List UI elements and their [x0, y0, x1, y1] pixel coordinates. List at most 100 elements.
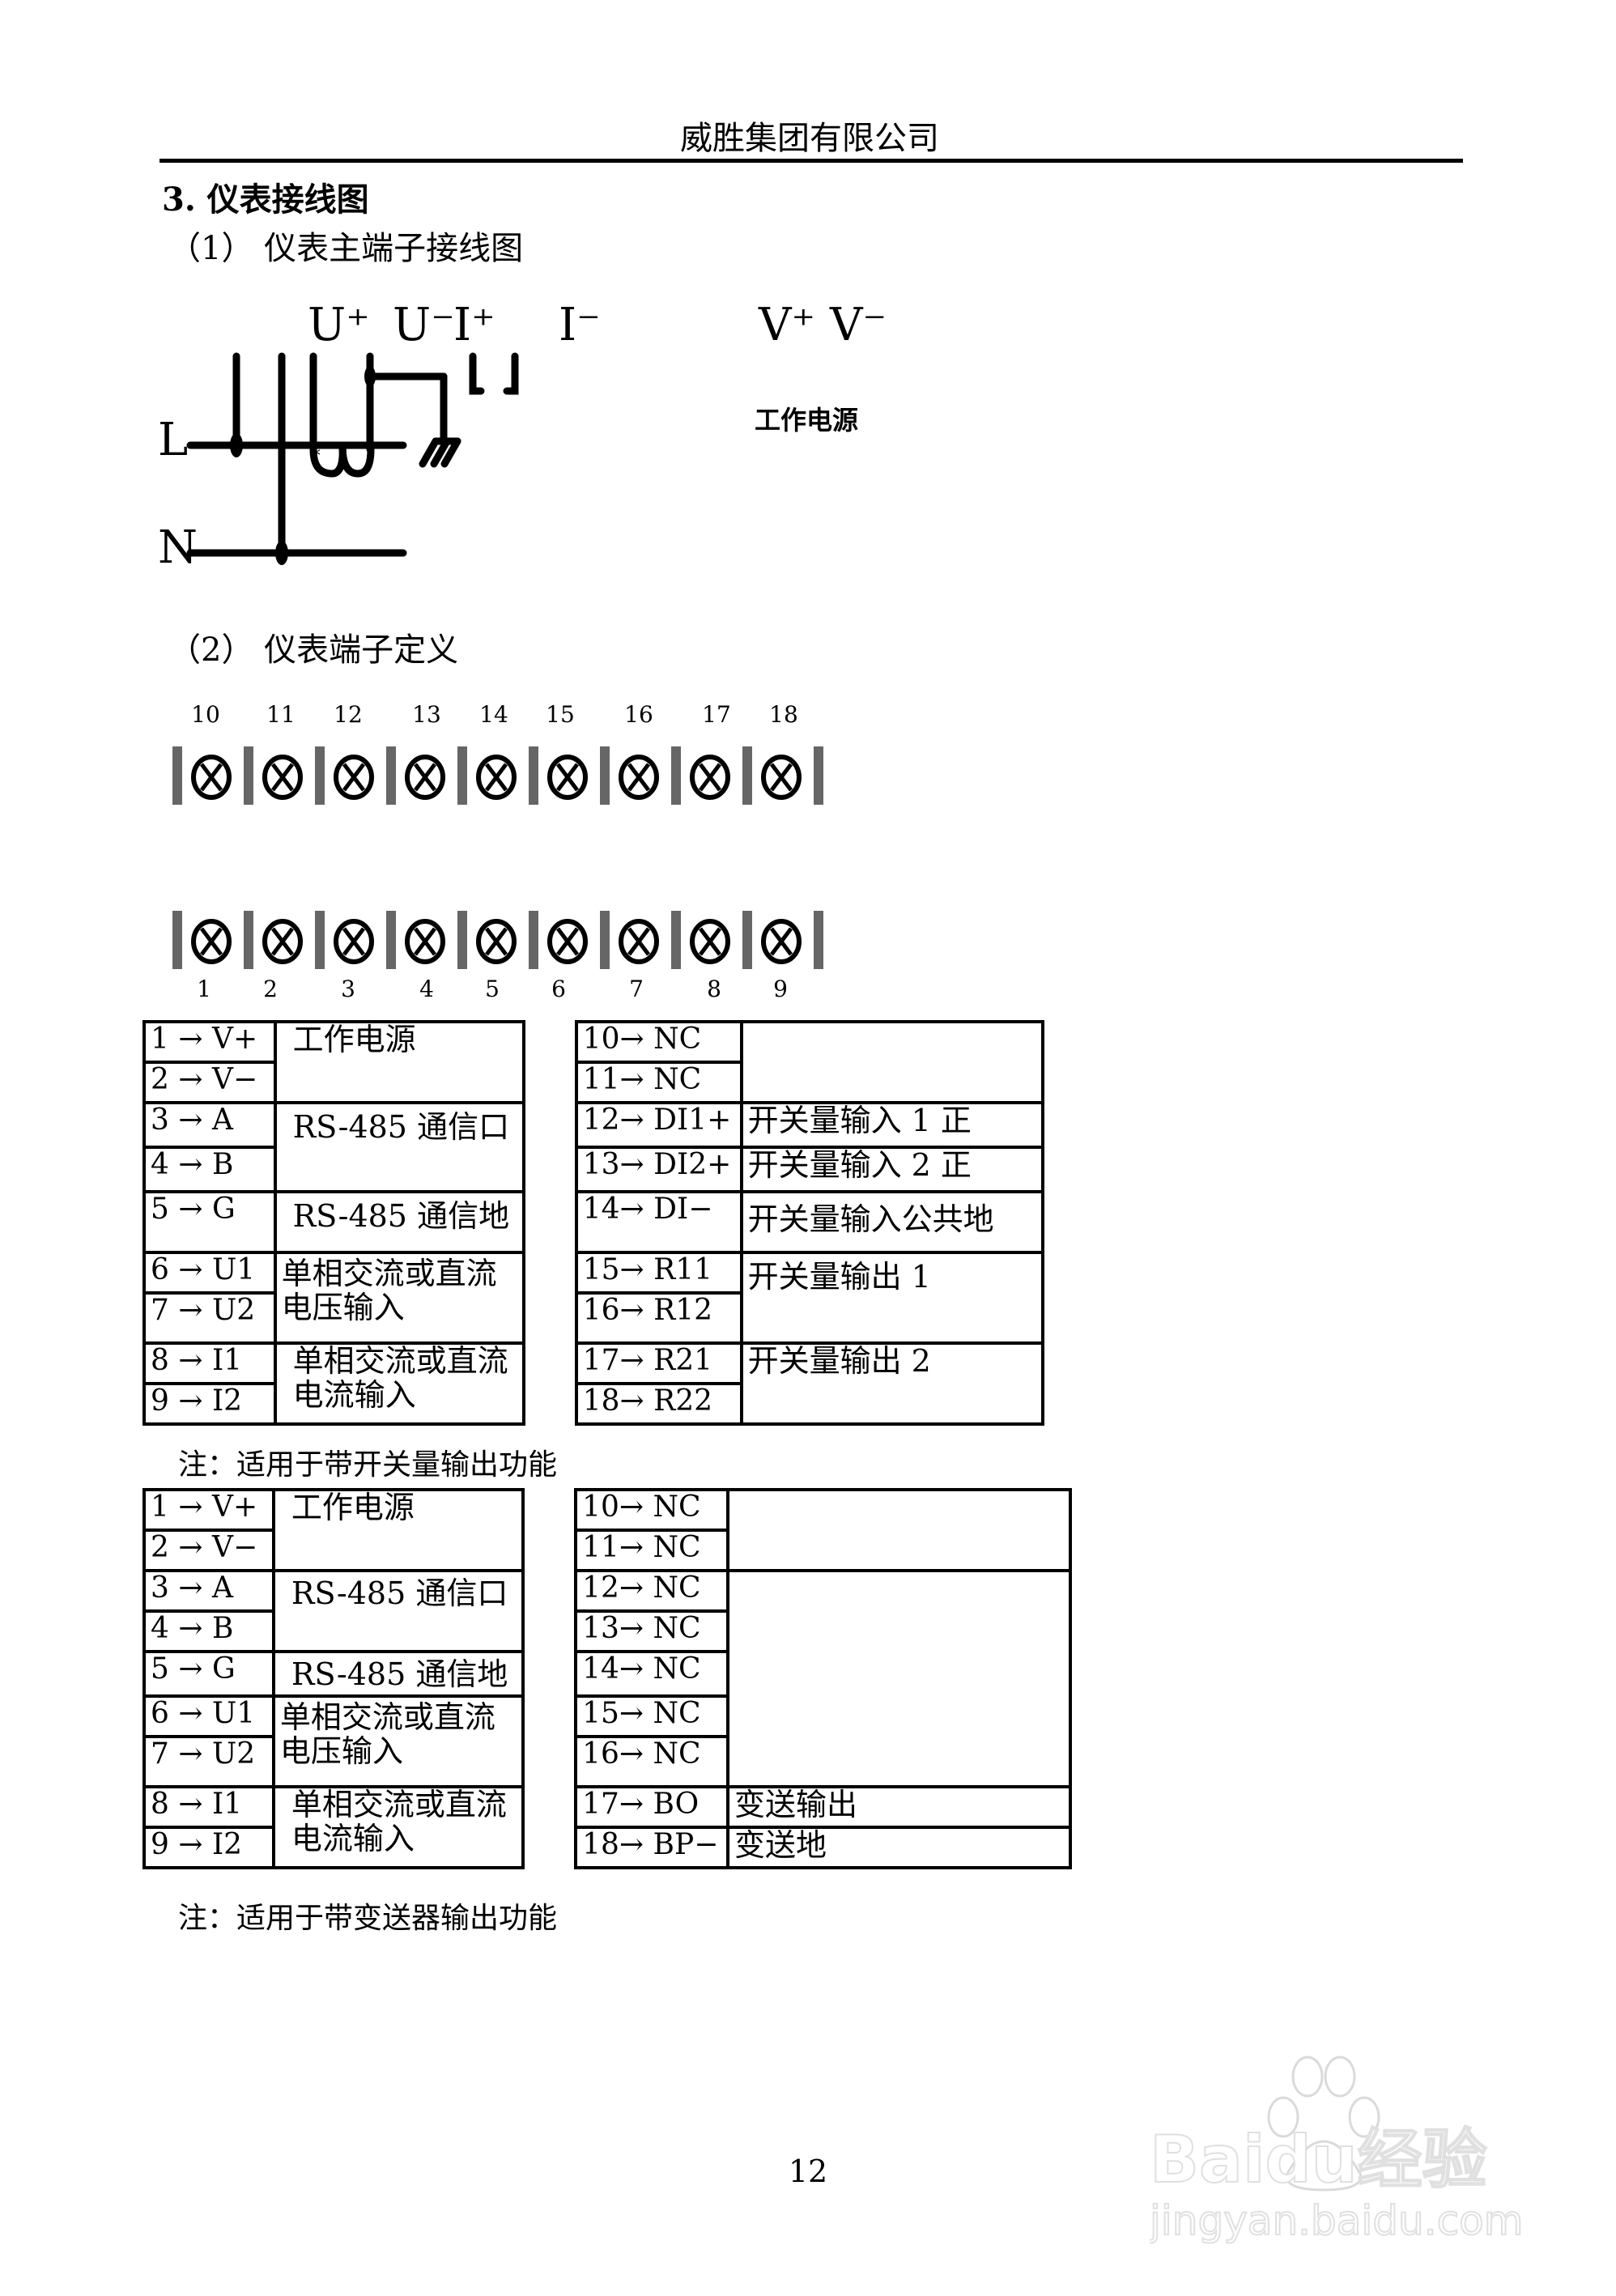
pin-cell: 1 → V+: [142, 1020, 277, 1064]
terminal-number: 18: [769, 701, 798, 728]
baidu-watermark-logo: Baidu经验 jingyan.baidu.com: [1150, 2056, 1524, 2245]
terminal-strip-top: [172, 746, 853, 805]
pin-desc: 开关量输出 2: [739, 1341, 1045, 1426]
screw-terminal-14-icon: [476, 755, 517, 800]
terminal-number: 6: [551, 976, 566, 1002]
power-label: 工作电源: [755, 405, 858, 436]
terminal-number: 14: [479, 701, 508, 728]
company-header: 威胜集团有限公司: [680, 120, 939, 157]
pin-cell: 15→ NC: [574, 1694, 730, 1738]
screw-terminal-1-icon: [191, 919, 232, 964]
pin-desc: [726, 1569, 1072, 1788]
pin-desc: 工作电源: [271, 1488, 525, 1572]
pin-cell: 10→ NC: [574, 1488, 730, 1532]
watermark-url: jingyan.baidu.com: [1150, 2197, 1523, 2244]
pin-cell: 17→ R21: [574, 1341, 743, 1385]
pin-cell: 7 → U2: [142, 1291, 277, 1345]
screw-terminal-5-icon: [476, 919, 517, 964]
pin-cell: 7 → U2: [142, 1735, 275, 1788]
page-number: 12: [788, 2154, 828, 2189]
pin-desc: 变送输出: [726, 1785, 1072, 1829]
pin-cell: 3 → A: [142, 1101, 277, 1149]
terminal-number: 12: [334, 701, 363, 728]
pin-desc: [739, 1020, 1045, 1104]
pin-cell: 5 → G: [142, 1190, 277, 1254]
terminal-number: 2: [263, 976, 278, 1002]
section-title: 3. 仪表接线图: [162, 181, 369, 219]
pin-cell: 6 → U1: [142, 1694, 275, 1738]
pin-cell: 9 → I2: [142, 1382, 277, 1426]
label-line-n: N: [158, 521, 198, 574]
table-gap: [523, 1022, 577, 1424]
pin-cell: 2 → V−: [142, 1529, 275, 1572]
terminal-number: 8: [707, 976, 721, 1002]
label-i-minus: I⁻: [559, 299, 601, 351]
pin-cell: 8 → I1: [142, 1341, 277, 1385]
pin-table-transmitter-output: 1 → V+ 工作电源 10→ NC 2 → V− 11→ NC 3 → A R…: [142, 1488, 1072, 1869]
terminal-number: 11: [266, 701, 296, 728]
screw-terminal-15-icon: [547, 755, 588, 800]
pin-cell: 14→ DI−: [574, 1190, 743, 1254]
screw-terminal-10-icon: [191, 755, 232, 800]
pin-desc: 开关量输入公共地: [739, 1190, 1045, 1254]
header-rule: [159, 159, 1463, 163]
subsection-wiring-title: （1） 仪表主端子接线图: [168, 230, 524, 267]
note-switch-output: 注：适用于带开关量输出功能: [178, 1448, 558, 1482]
pin-desc: 工作电源: [273, 1020, 526, 1104]
label-line-l: L: [158, 414, 188, 466]
screw-terminal-6-icon: [547, 919, 588, 964]
terminal-number: 1: [197, 976, 211, 1002]
screw-terminal-11-icon: [262, 755, 303, 800]
pin-desc: RS-485 通信口: [273, 1101, 526, 1193]
pin-desc: 单相交流或直流电压输入: [273, 1251, 526, 1345]
pin-cell: 17→ BO: [574, 1785, 730, 1829]
pin-desc: [726, 1488, 1072, 1572]
terminal-number: 10: [191, 701, 220, 728]
subsection-terminal-title: （2） 仪表端子定义: [168, 631, 459, 669]
pin-desc: 单相交流或直流电压输入: [271, 1694, 525, 1788]
pin-cell: 5 → G: [142, 1650, 275, 1698]
pin-desc: RS-485 通信地: [273, 1190, 526, 1254]
wiring-diagram: U⁺ U⁻ I⁺ I⁻ V⁺ V⁻ L N 工作电源 *: [158, 299, 887, 574]
pin-cell: 11→ NC: [574, 1529, 730, 1572]
pin-cell: 14→ NC: [574, 1650, 730, 1698]
pin-desc: 变送地: [726, 1826, 1072, 1869]
pin-desc: 单相交流或直流电流输入: [273, 1341, 526, 1426]
label-v-plus: V⁺: [758, 299, 815, 351]
pin-cell: 12→ NC: [574, 1569, 730, 1613]
pin-desc: 开关量输出 1: [739, 1251, 1045, 1345]
label-u-minus: U⁻: [393, 299, 455, 351]
terminal-number: 5: [485, 976, 500, 1002]
pin-cell: 18→ BP−: [574, 1826, 730, 1869]
pin-desc: 开关量输入 2 正: [739, 1146, 1045, 1193]
terminal-number: 15: [546, 701, 575, 728]
terminal-number: 9: [773, 976, 788, 1002]
screw-terminal-12-icon: [334, 755, 374, 800]
pin-cell: 13→ DI2+: [574, 1146, 743, 1193]
terminal-number: 4: [419, 976, 434, 1002]
label-i-plus: I⁺: [453, 299, 495, 351]
pin-cell: 8 → I1: [142, 1785, 275, 1829]
pin-cell: 2 → V−: [142, 1061, 277, 1104]
pin-cell: 9 → I2: [142, 1826, 275, 1869]
terminal-strip-bottom: [172, 911, 853, 969]
screw-terminal-17-icon: [690, 755, 730, 800]
screw-terminal-2-icon: [262, 919, 303, 964]
screw-terminal-4-icon: [405, 919, 445, 964]
terminal-number: 13: [412, 701, 441, 728]
screw-terminal-16-icon: [619, 755, 659, 800]
terminal-number: 17: [702, 701, 731, 728]
pin-cell: 11→ NC: [574, 1061, 743, 1104]
pin-cell: 16→ R12: [574, 1291, 743, 1345]
screw-terminal-8-icon: [690, 919, 730, 964]
pin-desc: 开关量输入 1 正: [739, 1101, 1045, 1149]
pin-desc: 单相交流或直流电流输入: [271, 1785, 525, 1869]
pin-cell: 12→ DI1+: [574, 1101, 743, 1149]
terminal-numbers-bottom: 1 2 3 4 5 6 7 8 9: [180, 976, 908, 1008]
terminal-number: 3: [341, 976, 355, 1002]
note-transmitter-output: 注：适用于带变送器输出功能: [178, 1902, 558, 1935]
pin-cell: 3 → A: [142, 1569, 275, 1613]
pin-cell: 16→ NC: [574, 1735, 730, 1788]
pin-table-switch-output: 1 → V+ 工作电源 10→ NC 2 → V− 11→ NC 3 → A R…: [142, 1020, 1045, 1426]
label-u-plus: U⁺: [308, 299, 370, 351]
